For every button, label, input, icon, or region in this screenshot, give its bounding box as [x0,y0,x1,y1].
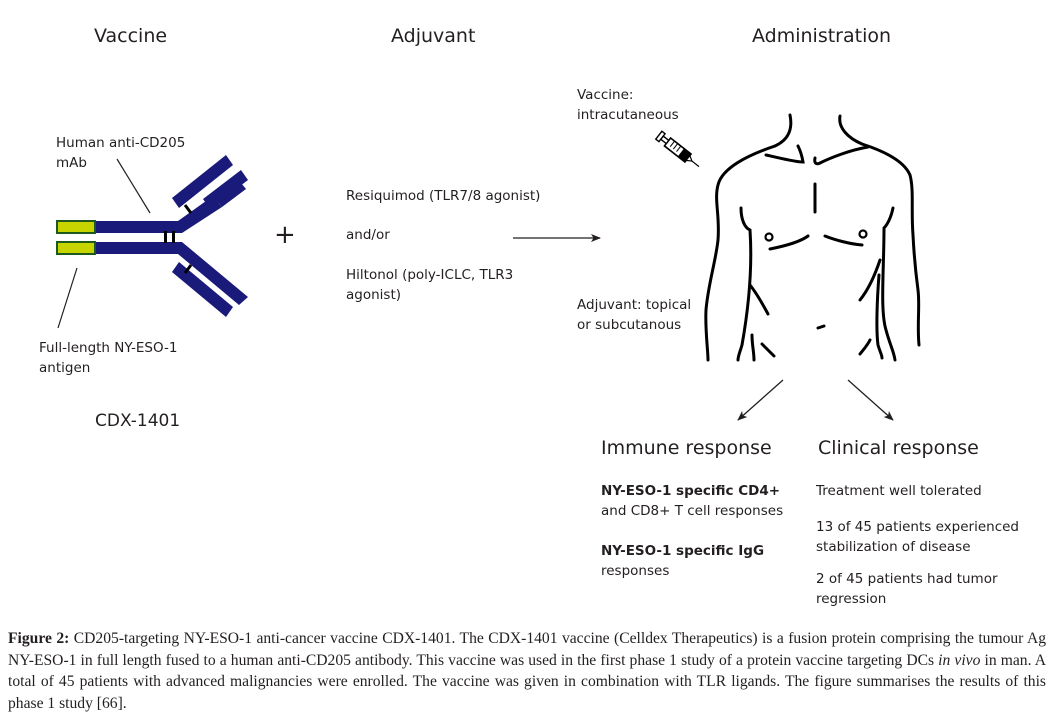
immune-item-bold: NY-ESO-1 specific CD4+ [601,483,781,499]
vaccine-header: Vaccine [94,25,168,47]
immune-item-bold: NY-ESO-1 specific IgG [601,543,765,559]
clinical-response-item: 2 of 45 patients had tumor regression [816,571,998,607]
immune-response-item: NY-ESO-1 specific IgG responses [601,541,764,581]
immune-response-item: NY-ESO-1 specific CD4+ and CD8+ T cell r… [601,481,783,521]
vaccine-route-label: Vaccine: intracutaneous [577,87,679,123]
mab-label: Human anti-CD205 mAb [56,135,186,171]
caption-text-end: in man. A total of 45 patients with adva… [8,651,1046,712]
adjuvant-header: Adjuvant [391,25,476,47]
disulfide-bond [164,231,167,243]
clinical-response-item: Treatment well tolerated [816,483,982,499]
adjuvant-option-hiltonol: Hiltonol (poly-ICLC, TLR3 agonist) [346,267,514,303]
torso-icon [704,113,921,362]
light-chain-upper [172,155,233,208]
disulfide-bond [172,231,175,243]
caption-italic: in vivo [938,651,981,669]
immune-item-rest: responses [601,563,670,579]
adjuvant-option-resiquimod: Resiquimod (TLR7/8 agonist) [346,188,541,204]
figure-caption: Figure 2: CD205-targeting NY-ESO-1 anti-… [8,628,1046,714]
administration-header: Administration [752,25,892,47]
diagram-graphics [56,113,921,421]
mab-leader-line [116,158,151,214]
caption-label: Figure 2: [8,630,70,647]
antigen-block-upper [56,220,96,234]
heavy-chain-upper [95,196,222,233]
immune-response-title: Immune response [601,437,772,459]
product-name: CDX-1401 [95,411,181,431]
disulfide-bond [183,264,193,274]
adjuvant-route-label: Adjuvant: topical or subcutanous [577,297,692,333]
clinical-response-title: Clinical response [818,437,979,459]
light-chain-lower [172,262,233,317]
antibody-icon [56,155,248,329]
adjuvant-connector: and/or [346,227,390,243]
disulfide-bond [183,204,193,214]
caption-text: CD205-targeting NY-ESO-1 anti-cancer vac… [8,630,1046,669]
antigen-label: Full-length NY-ESO-1 antigen [39,340,178,376]
heavy-chain-lower [95,242,248,305]
clinical-response-item: 13 of 45 patients experienced stabilizat… [816,519,1020,555]
syringe-icon [654,130,700,168]
antigen-leader-line [57,267,78,329]
antigen-block-lower [56,241,96,255]
clinical-response-arrow [847,379,894,421]
plus-sign: + [274,220,296,250]
immune-response-arrow [737,379,784,421]
immune-item-rest: and CD8+ T cell responses [601,503,784,519]
